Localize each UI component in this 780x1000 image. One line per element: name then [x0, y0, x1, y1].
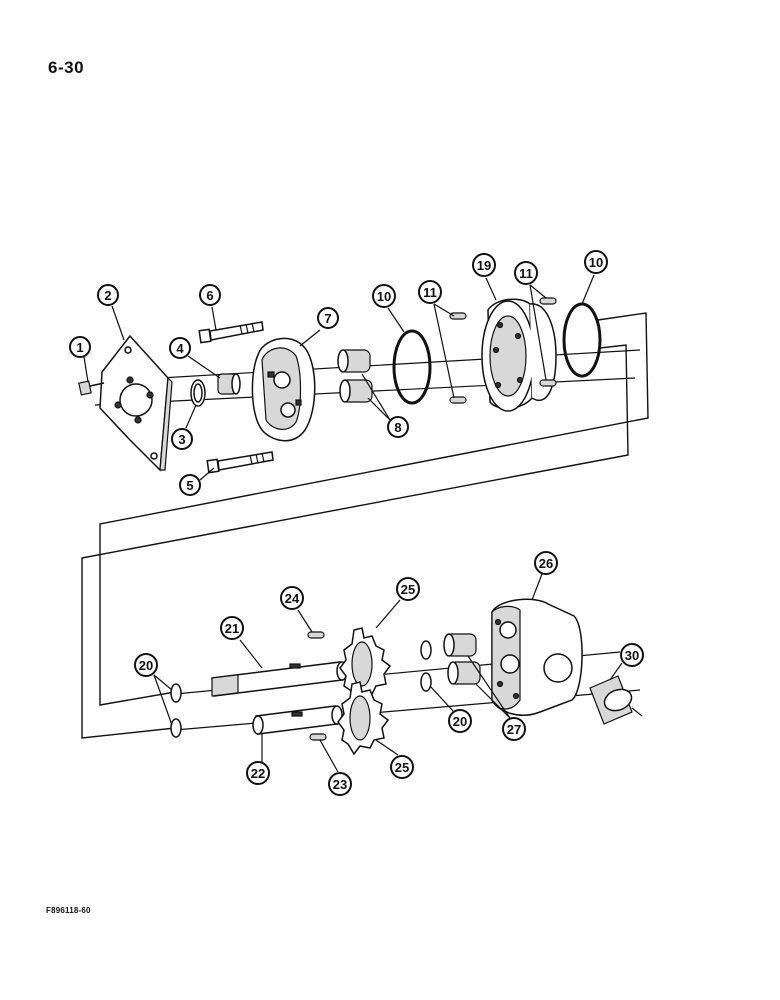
callout-19: 19	[472, 253, 496, 277]
figure-code: F896118-60	[46, 906, 91, 915]
callout-26: 26	[534, 551, 558, 575]
callout-label: 5	[186, 478, 193, 493]
cover-bushings	[337, 349, 373, 403]
callout-20-right: 20	[448, 709, 472, 733]
body-bushings	[443, 633, 481, 685]
callout-11-right: 11	[514, 261, 538, 285]
callout-label: 20	[453, 714, 467, 729]
callout-11-left: 11	[418, 280, 442, 304]
front-cover	[251, 337, 316, 442]
drive-gear	[339, 627, 392, 702]
large-o-ring-left	[392, 329, 432, 405]
shaft-key-bottom	[309, 733, 327, 741]
callout-label: 10	[377, 289, 391, 304]
long-bolt-bottom	[206, 451, 274, 474]
callout-label: 8	[394, 420, 401, 435]
callout-10-right: 10	[584, 250, 608, 274]
callout-label: 2	[104, 288, 111, 303]
callout-label: 23	[333, 777, 347, 792]
callout-5: 5	[179, 474, 201, 496]
seal-bushing	[217, 373, 241, 395]
callout-label: 11	[423, 285, 437, 300]
idler-gear	[337, 681, 390, 756]
callout-4: 4	[169, 337, 191, 359]
callout-label: 7	[324, 311, 331, 326]
callout-27: 27	[502, 717, 526, 741]
assembly-link-line-inner	[81, 344, 629, 739]
drive-shaft	[211, 661, 348, 697]
callout-label: 20	[139, 658, 153, 673]
large-o-ring-right	[562, 302, 602, 378]
idler-shaft	[252, 705, 343, 735]
callout-8: 8	[387, 416, 409, 438]
callout-label: 19	[477, 258, 491, 273]
callout-label: 11	[519, 266, 533, 281]
callout-label: 10	[589, 255, 603, 270]
callout-24: 24	[280, 586, 304, 610]
callout-23: 23	[328, 772, 352, 796]
dowel-pins-right	[539, 297, 557, 387]
callout-label: 22	[251, 766, 265, 781]
dowel-pins-left	[449, 312, 467, 404]
pump-body	[491, 598, 583, 716]
callout-1: 1	[69, 336, 91, 358]
callout-6: 6	[199, 284, 221, 306]
callout-3: 3	[171, 428, 193, 450]
assembly-link-line-outer	[99, 312, 649, 706]
callout-21: 21	[220, 616, 244, 640]
callout-label: 26	[539, 556, 553, 571]
flange-screw	[78, 380, 105, 396]
callout-7: 7	[317, 307, 339, 329]
page-number: 6-30	[48, 58, 85, 77]
outlet-sleeve	[589, 675, 643, 725]
thrust-washers-right	[420, 640, 432, 692]
callout-22: 22	[246, 761, 270, 785]
callout-label: 1	[76, 340, 83, 355]
callout-label: 25	[395, 760, 409, 775]
mounting-flange	[99, 334, 173, 472]
callout-label: 21	[225, 621, 239, 636]
callout-25-bottom: 25	[390, 755, 414, 779]
callout-30: 30	[620, 643, 644, 667]
callout-label: 27	[507, 722, 521, 737]
callout-2: 2	[97, 284, 119, 306]
long-bolt-top	[198, 321, 264, 344]
callout-label: 24	[285, 591, 300, 606]
thrust-washers-left	[170, 683, 182, 738]
callout-label: 30	[625, 648, 639, 663]
callout-label: 4	[176, 341, 184, 356]
leader-lines	[83, 274, 623, 773]
callout-25-top: 25	[396, 577, 420, 601]
callout-10-left: 10	[372, 284, 396, 308]
callout-label: 6	[206, 288, 213, 303]
callout-20-left: 20	[134, 653, 158, 677]
callout-label: 25	[401, 582, 415, 597]
gear-housing	[481, 298, 557, 412]
shaft-key-top	[307, 631, 325, 639]
callout-label: 3	[178, 432, 185, 447]
